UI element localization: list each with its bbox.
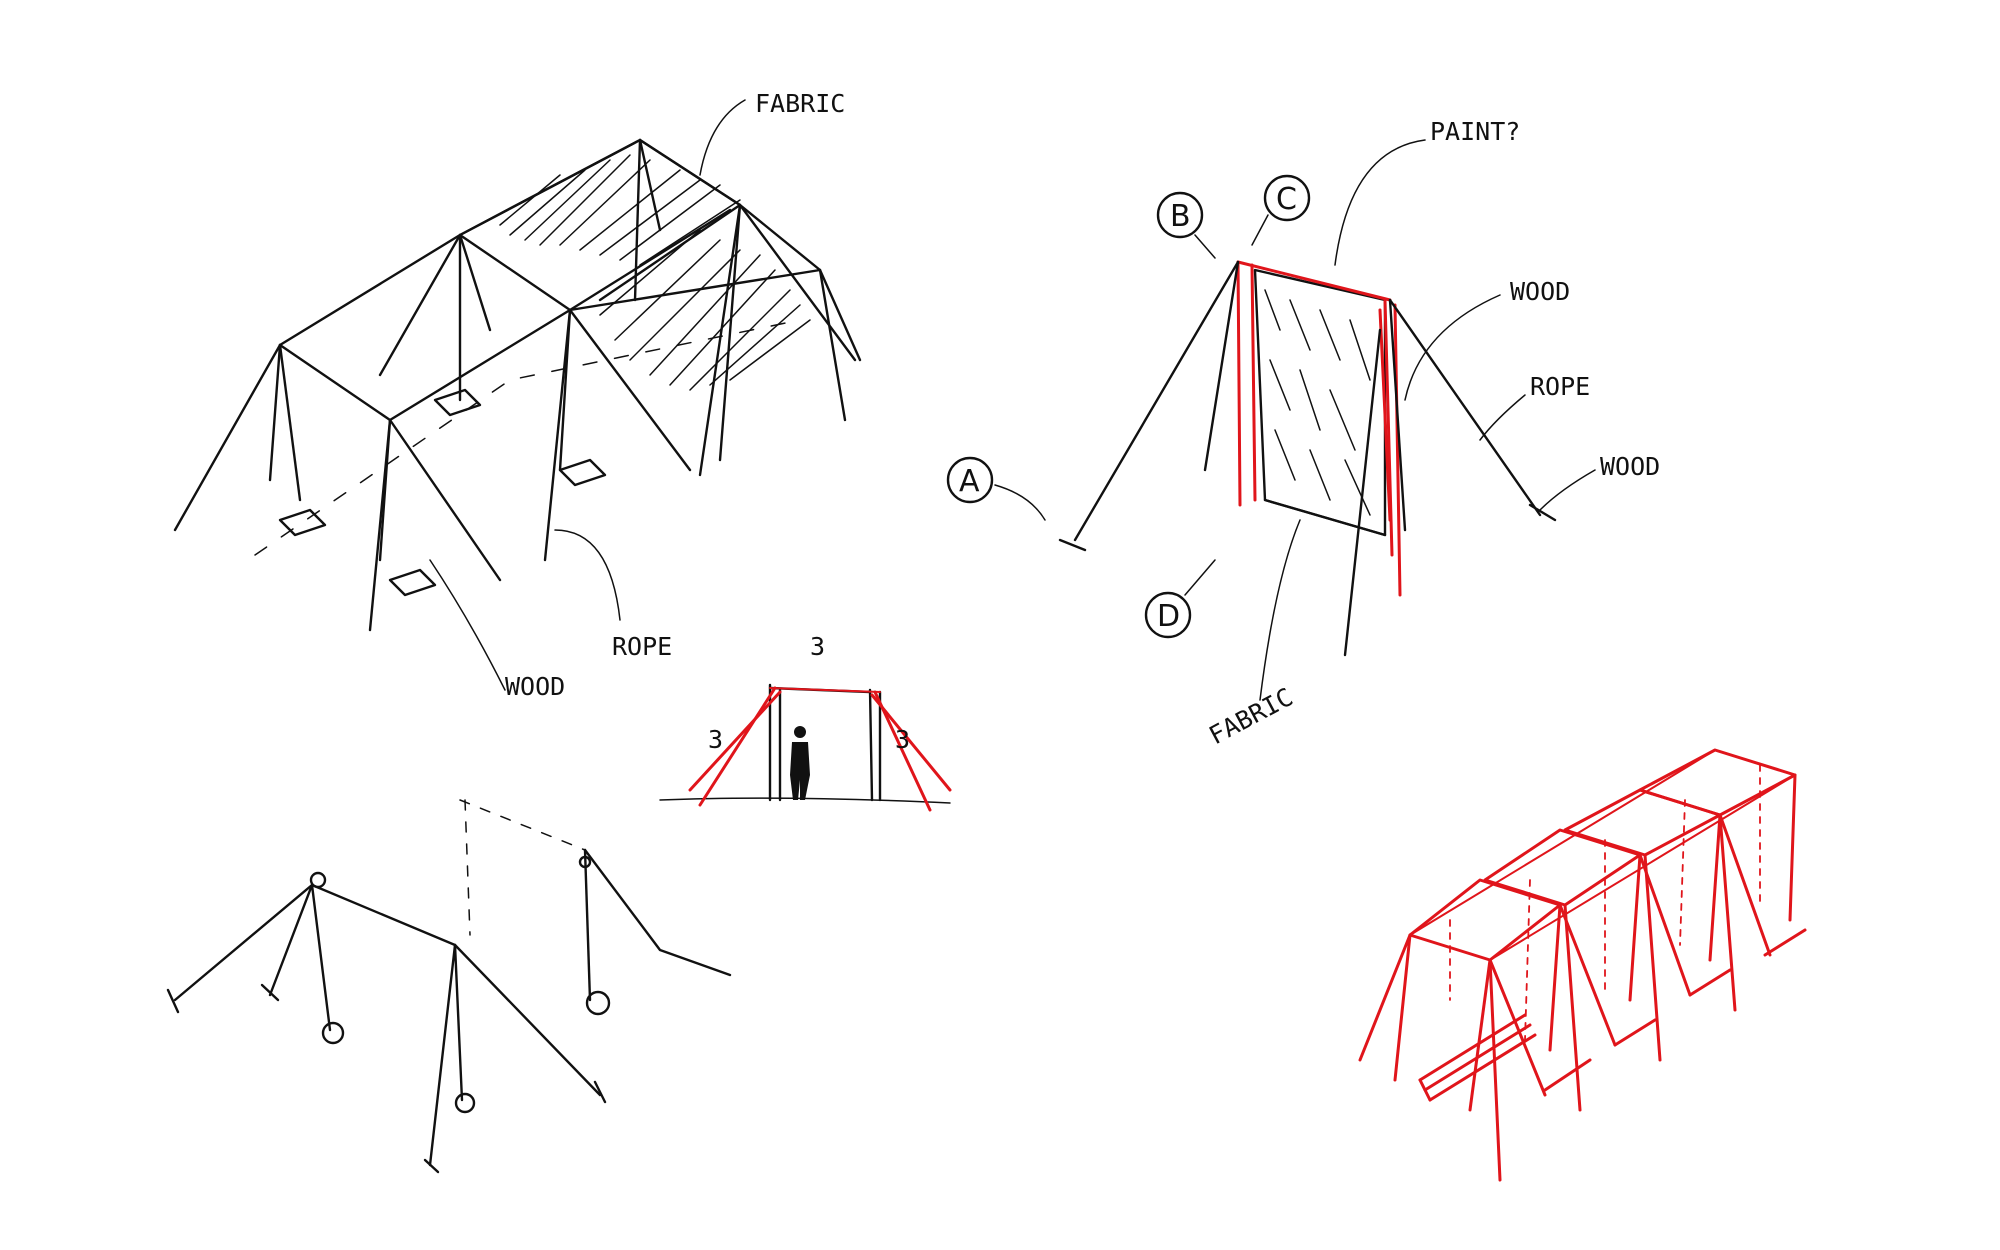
- guy-ropes: [1058, 260, 1557, 657]
- rope-leader: [554, 529, 621, 621]
- ground-dashed-line: [254, 319, 801, 556]
- wood-right-leader-2: [1539, 469, 1596, 511]
- fabric-leader: [699, 99, 746, 176]
- tent-structure-sketch: FABRIC ROPE WOOD: [173, 89, 862, 701]
- rope-right-leader: [1479, 394, 1526, 441]
- label-rope-right: ROPE: [1530, 372, 1590, 401]
- wood-right-leader-1: [1404, 294, 1501, 401]
- fabric-panel: [1253, 268, 1387, 537]
- dim-left: 3: [708, 725, 723, 754]
- red-frame-posts: [1236, 260, 1402, 597]
- svg-text:B: B: [1170, 199, 1191, 234]
- dim-top: 3: [810, 632, 825, 661]
- svg-text:D: D: [1157, 599, 1180, 634]
- tent-frame: [173, 138, 862, 632]
- ground-line: [659, 797, 951, 804]
- label-fabric-right: FABRIC: [1204, 682, 1297, 750]
- svg-text:C: C: [1276, 182, 1297, 217]
- svg-text:A: A: [959, 464, 980, 499]
- wood-base-blocks: [278, 388, 607, 597]
- person-figure-icon: [790, 726, 810, 800]
- dashed-ridge: [459, 799, 586, 851]
- marker-b: B: [1156, 191, 1216, 259]
- section-stays-red: [688, 686, 952, 812]
- rope-ends: [166, 983, 607, 1174]
- fabric-right-leader: [1259, 519, 1301, 701]
- weight-circles: [309, 855, 611, 1114]
- label-wood-right-1: WOOD: [1510, 277, 1570, 306]
- dashed-post: [464, 799, 471, 936]
- frame-detail-sketch: A B C D PAINT? WOOD ROPE WOOD FABRIC: [946, 117, 1660, 750]
- paint-leader: [1334, 139, 1426, 266]
- dim-right: 3: [895, 725, 910, 754]
- label-wood-right-2: WOOD: [1600, 452, 1660, 481]
- label-paint: PAINT?: [1430, 117, 1520, 146]
- label-fabric-top: FABRIC: [755, 89, 845, 118]
- rope-weights-sketch: [166, 799, 732, 1174]
- marker-a: A: [946, 456, 1046, 521]
- section-sketch: 3 3 3: [659, 632, 952, 812]
- label-wood-left: WOOD: [505, 672, 565, 701]
- marker-d: D: [1144, 559, 1216, 639]
- wood-leader: [429, 559, 506, 691]
- marker-c: C: [1251, 174, 1311, 246]
- label-rope-left: ROPE: [612, 632, 672, 661]
- section-frame: [768, 683, 882, 802]
- red-isometric-sketch: [1358, 748, 1807, 1182]
